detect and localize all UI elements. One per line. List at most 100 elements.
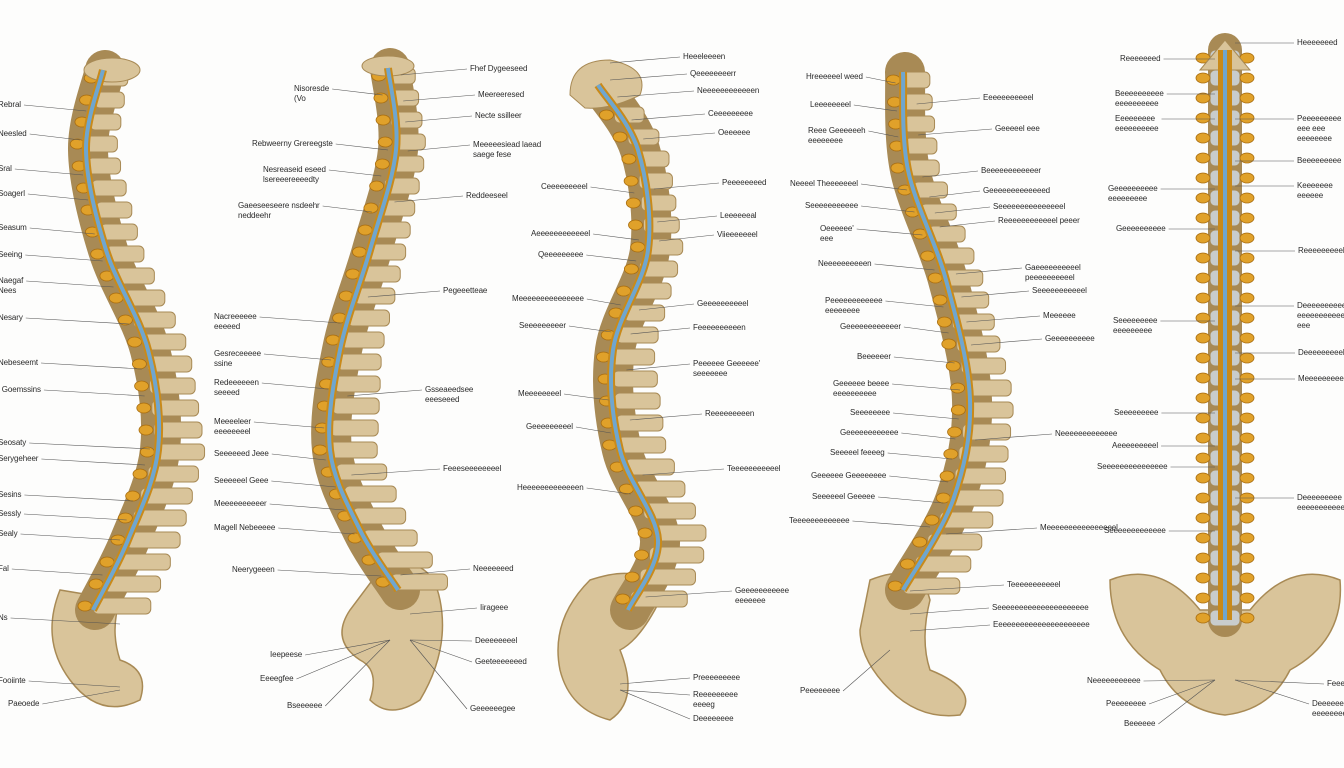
leader-line <box>26 280 114 288</box>
anatomy-label: Peeeeeeeeeeee eeeeeeee <box>825 296 883 315</box>
leader-line <box>10 617 121 625</box>
spine-3 <box>557 59 707 721</box>
anatomy-label: Necte ssilleer <box>475 111 522 120</box>
vertebral-process <box>77 600 93 612</box>
anatomy-label: Nacreeeeee eeeeed <box>214 312 257 331</box>
anatomy-label: Ieepeese <box>270 650 303 659</box>
anatomy-label: Neeeeeeeeeeeee <box>1055 429 1118 438</box>
vertebral-process <box>369 180 385 192</box>
leader-line <box>885 300 944 308</box>
vertebral-process <box>950 382 965 394</box>
vertebral-process <box>1239 452 1255 464</box>
leader-line <box>29 227 95 235</box>
pelvis-bone <box>51 589 144 708</box>
vertebral-process <box>912 536 928 548</box>
vertebra <box>612 370 658 388</box>
vertebral-process <box>637 527 653 539</box>
leader-line <box>590 186 635 194</box>
leader-line <box>271 453 326 461</box>
leader-line <box>41 458 146 466</box>
vertebral-process <box>927 272 943 284</box>
anatomy-label: Paeoede <box>8 699 40 708</box>
anatomy-label: Geeeeeeeeee <box>1116 224 1166 233</box>
leader-line <box>659 234 715 242</box>
leader-line <box>918 128 993 136</box>
leader-line <box>253 421 325 429</box>
anatomy-label: Preeeeeeeee <box>693 673 740 682</box>
anatomy-label: Geeeeee beeee eeeeeeeeee <box>833 379 890 398</box>
vertebral-process <box>1239 132 1255 144</box>
vertebral-process <box>1195 572 1211 584</box>
leader-line <box>842 649 891 692</box>
anatomy-label: Keeeeeee eeeeee <box>1297 181 1333 200</box>
vertebra <box>617 436 667 454</box>
leader-line <box>916 97 981 105</box>
vertebral-process <box>886 74 901 86</box>
anatomy-label: Meeeeesiead laead saege fese <box>473 140 542 159</box>
vertebral-process <box>134 380 150 392</box>
anatomy-label: Geeeeeeeeeeeeed <box>983 186 1051 195</box>
leader-line <box>335 143 389 151</box>
anatomy-label: Ns <box>0 613 8 622</box>
leader-line <box>1148 679 1216 705</box>
vertebral-process <box>1195 272 1211 284</box>
leader-line <box>889 475 949 483</box>
leader-line <box>861 205 915 213</box>
leader-line <box>619 677 691 685</box>
vertebra <box>344 485 397 503</box>
vertebra <box>352 507 407 525</box>
vertebra <box>89 113 122 131</box>
leader-line <box>903 326 949 334</box>
vertebral-process <box>623 175 639 187</box>
anatomy-label: Heeeeeeeeeeeeen <box>517 483 584 492</box>
leader-line <box>29 442 150 450</box>
leader-line <box>277 569 382 577</box>
leader-line <box>296 639 391 680</box>
vertebral-process <box>136 402 152 414</box>
vertebral-process <box>1195 252 1211 264</box>
vertebra <box>154 443 206 461</box>
vertebral-process <box>1239 112 1255 124</box>
vertebra <box>615 414 664 432</box>
anatomy-label: Seeeeeeeeer <box>519 321 566 330</box>
leader-line <box>609 73 688 81</box>
vertebral-process <box>890 162 906 174</box>
vertebral-process <box>1195 512 1211 524</box>
vertebral-process <box>1195 72 1211 84</box>
anatomy-label: Naegaf Nees <box>0 276 24 295</box>
leader-line <box>653 182 720 190</box>
leader-line <box>400 68 468 76</box>
anatomy-label: Neeeeeeeeeeeen <box>697 86 760 95</box>
leader-line <box>619 689 691 696</box>
leader-line <box>409 607 478 615</box>
spine-4 <box>859 52 1014 717</box>
anatomy-label: Magell Nebeeeee <box>214 523 276 532</box>
vertebra <box>958 445 1009 463</box>
anatomy-label: Beeeeee <box>1124 719 1156 728</box>
vertebral-process <box>357 224 373 236</box>
leader-line <box>586 254 637 262</box>
leader-line <box>877 496 944 504</box>
anatomy-label: Peeeeeeeee eee eee eeeeeeee <box>1297 114 1342 143</box>
anatomy-label: Geeeeeeeeeee eeeeeee <box>735 586 789 605</box>
leader-line <box>259 316 341 324</box>
vertebral-process <box>1195 132 1211 144</box>
anatomy-label: Neeeeeeed <box>473 564 514 573</box>
anatomy-label: Feeeseeeeeeeel <box>443 464 502 473</box>
anatomy-label: Redeeeeeen seeeed <box>214 378 259 397</box>
anatomy-label: Feeeeeeeeeen <box>693 323 746 332</box>
vertebra <box>639 568 696 586</box>
vertebral-process <box>932 294 948 306</box>
anatomy-label: Geeteeeeeeed <box>475 657 527 666</box>
anatomy-label: Seeeeeeeeeeeeeeel <box>993 202 1066 211</box>
vertebral-process <box>1195 612 1211 624</box>
vertebral-process <box>628 505 644 517</box>
vertebral-process <box>1239 352 1255 364</box>
leader-line <box>25 317 130 325</box>
vertebral-process <box>947 426 962 438</box>
vertebral-process <box>1239 472 1255 484</box>
anatomy-label: Seeeeeeeeeeel <box>1032 286 1087 295</box>
leader-line <box>865 76 896 84</box>
anatomy-label: Ceeeeeeeeel <box>541 182 588 191</box>
